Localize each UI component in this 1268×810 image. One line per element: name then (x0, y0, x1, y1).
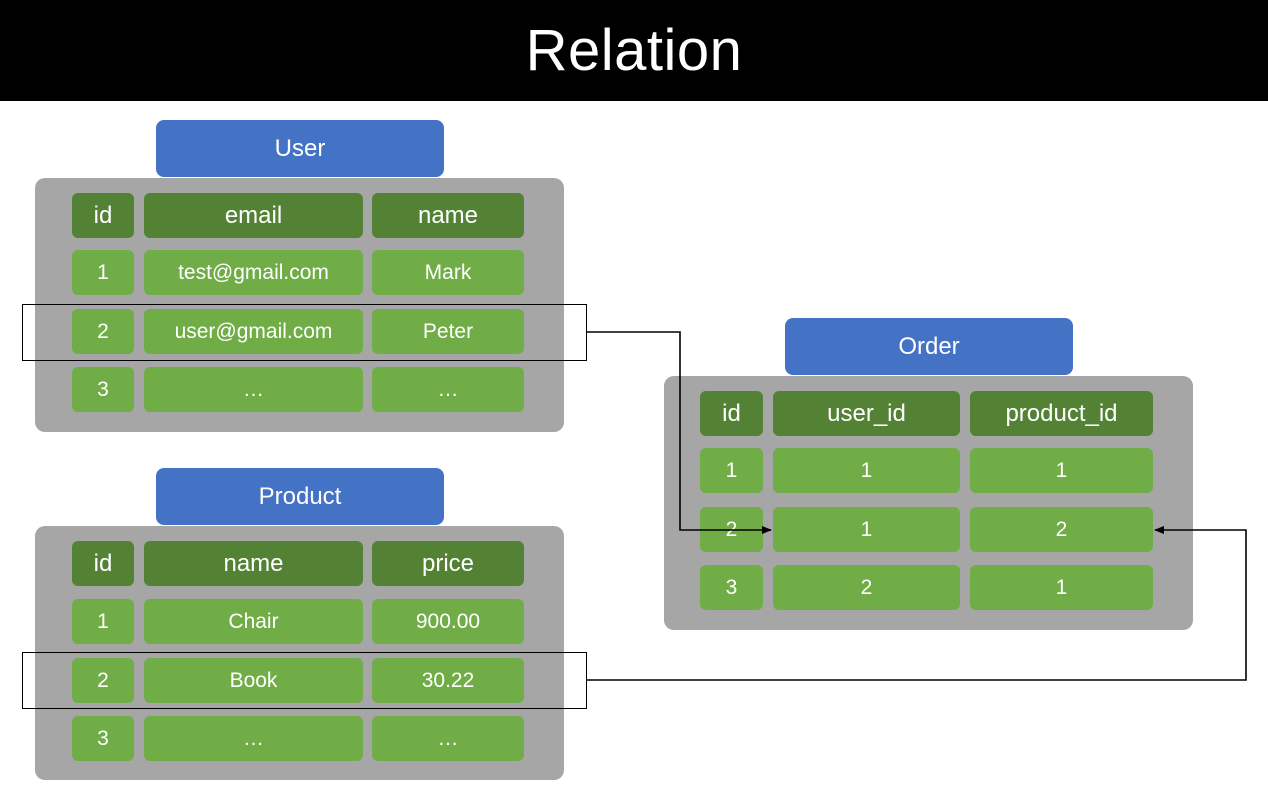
user-table-title: User (156, 120, 444, 177)
product-row1-name: Chair (144, 599, 363, 644)
order-row2-id: 2 (700, 507, 763, 552)
order-row2-product-id: 2 (970, 507, 1153, 552)
product-header-id: id (72, 541, 134, 586)
product-row3-id: 3 (72, 716, 134, 761)
order-row1-product-id: 1 (970, 448, 1153, 493)
order-row1-user-id: 1 (773, 448, 960, 493)
diagram-title: Relation (0, 0, 1268, 101)
user-row2-name: Peter (372, 309, 524, 354)
order-row1-id: 1 (700, 448, 763, 493)
user-row3-name: … (372, 367, 524, 412)
user-row3-id: 3 (72, 367, 134, 412)
product-row1-price: 900.00 (372, 599, 524, 644)
product-row3-name: … (144, 716, 363, 761)
product-row2-name: Book (144, 658, 363, 703)
user-row1-name: Mark (372, 250, 524, 295)
product-header-name: name (144, 541, 363, 586)
product-row1-id: 1 (72, 599, 134, 644)
user-row2-email: user@gmail.com (144, 309, 363, 354)
user-row3-email: … (144, 367, 363, 412)
user-header-id: id (72, 193, 134, 238)
user-row1-id: 1 (72, 250, 134, 295)
order-row2-user-id: 1 (773, 507, 960, 552)
order-header-product-id: product_id (970, 391, 1153, 436)
user-header-name: name (372, 193, 524, 238)
product-header-price: price (372, 541, 524, 586)
order-header-user-id: user_id (773, 391, 960, 436)
product-row2-id: 2 (72, 658, 134, 703)
user-header-email: email (144, 193, 363, 238)
user-row2-id: 2 (72, 309, 134, 354)
order-row3-id: 3 (700, 565, 763, 610)
order-table-title: Order (785, 318, 1073, 375)
product-table-title: Product (156, 468, 444, 525)
order-row3-user-id: 2 (773, 565, 960, 610)
product-row2-price: 30.22 (372, 658, 524, 703)
product-row3-price: … (372, 716, 524, 761)
order-row3-product-id: 1 (970, 565, 1153, 610)
order-header-id: id (700, 391, 763, 436)
user-row1-email: test@gmail.com (144, 250, 363, 295)
